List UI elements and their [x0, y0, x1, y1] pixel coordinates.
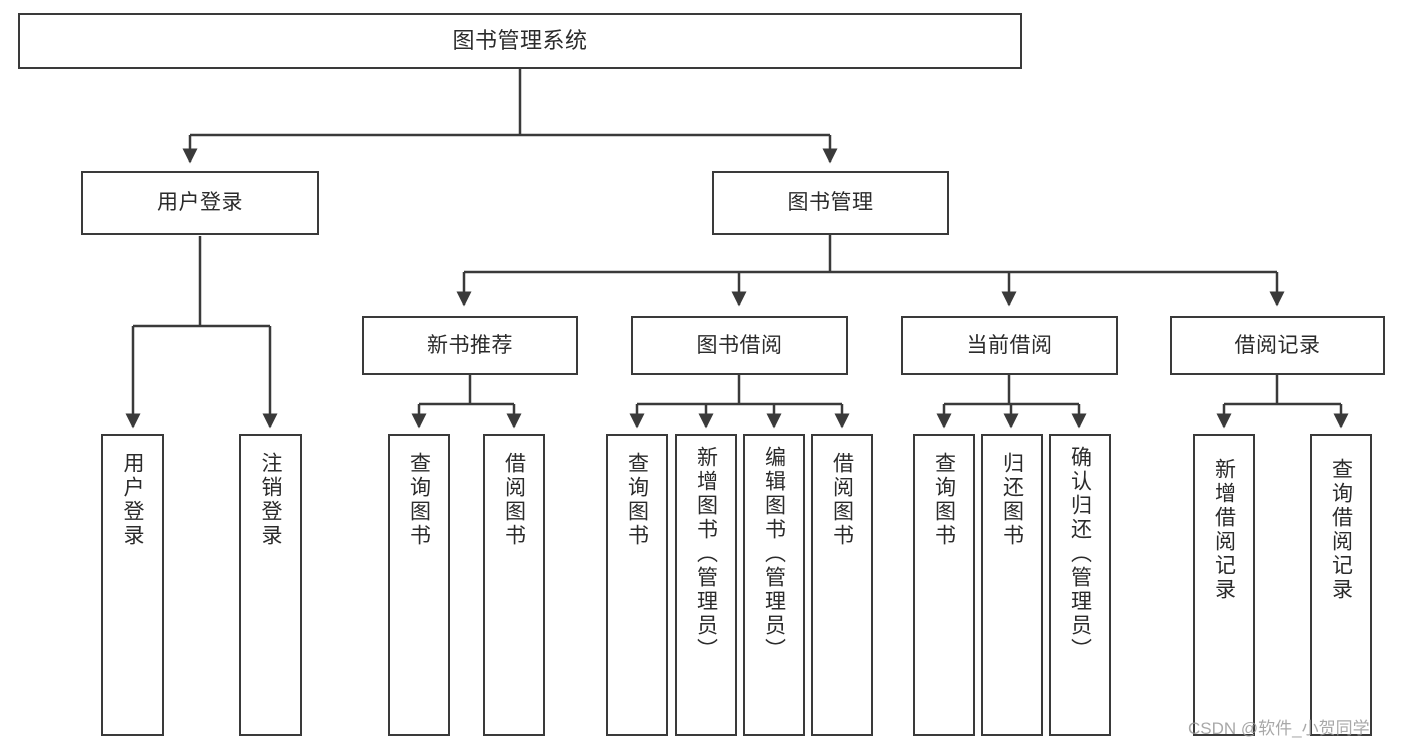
node-user-login[interactable]: 用户登录 — [81, 171, 319, 235]
leaf-book-borrow-add-label: 新增图书（管理员） — [694, 446, 718, 662]
leaf-borrow-record-query-label: 查询借阅记录 — [1329, 458, 1353, 602]
leaf-borrow-record-add-label: 新增借阅记录 — [1212, 458, 1236, 602]
node-book-management[interactable]: 图书管理 — [712, 171, 949, 235]
leaf-new-book-query[interactable]: 查询图书 — [388, 434, 450, 736]
leaf-current-borrow-confirm-label: 确认归还（管理员） — [1068, 446, 1092, 662]
leaf-user-login-login[interactable]: 用户登录 — [101, 434, 164, 736]
node-current-borrow[interactable]: 当前借阅 — [901, 316, 1118, 375]
leaf-borrow-record-add[interactable]: 新增借阅记录 — [1193, 434, 1255, 736]
node-borrow-record[interactable]: 借阅记录 — [1170, 316, 1385, 375]
node-borrow-record-label: 借阅记录 — [1234, 333, 1321, 357]
leaf-user-login-login-label: 用户登录 — [121, 452, 144, 548]
leaf-current-borrow-confirm[interactable]: 确认归还（管理员） — [1049, 434, 1111, 736]
node-current-borrow-label: 当前借阅 — [966, 333, 1053, 357]
leaf-user-login-logout[interactable]: 注销登录 — [239, 434, 302, 736]
leaf-book-borrow-edit-label: 编辑图书（管理员） — [762, 446, 786, 662]
leaf-current-borrow-return-label: 归还图书 — [1000, 452, 1024, 548]
node-root-system-label: 图书管理系统 — [452, 27, 588, 53]
leaf-new-book-query-label: 查询图书 — [407, 452, 431, 548]
leaf-current-borrow-query-label: 查询图书 — [932, 452, 956, 548]
node-user-login-label: 用户登录 — [157, 191, 243, 215]
leaf-book-borrow-borrow-label: 借阅图书 — [830, 452, 854, 548]
leaf-user-login-logout-label: 注销登录 — [259, 452, 282, 548]
leaf-book-borrow-query-label: 查询图书 — [625, 452, 649, 548]
watermark-text: CSDN @软件_小贺同学 — [1188, 719, 1370, 738]
node-book-borrow[interactable]: 图书借阅 — [631, 316, 848, 375]
node-new-book-recommend[interactable]: 新书推荐 — [362, 316, 578, 375]
leaf-book-borrow-add[interactable]: 新增图书（管理员） — [675, 434, 737, 736]
node-new-book-recommend-label: 新书推荐 — [427, 333, 513, 357]
leaf-new-book-borrow-label: 借阅图书 — [502, 452, 526, 548]
node-root-system[interactable]: 图书管理系统 — [18, 13, 1022, 69]
leaf-book-borrow-query[interactable]: 查询图书 — [606, 434, 668, 736]
node-book-borrow-label: 图书借阅 — [696, 333, 783, 357]
node-book-management-label: 图书管理 — [787, 191, 874, 215]
leaf-current-borrow-return[interactable]: 归还图书 — [981, 434, 1043, 736]
leaf-new-book-borrow[interactable]: 借阅图书 — [483, 434, 545, 736]
leaf-borrow-record-query[interactable]: 查询借阅记录 — [1310, 434, 1372, 736]
leaf-current-borrow-query[interactable]: 查询图书 — [913, 434, 975, 736]
leaf-book-borrow-borrow[interactable]: 借阅图书 — [811, 434, 873, 736]
leaf-book-borrow-edit[interactable]: 编辑图书（管理员） — [743, 434, 805, 736]
